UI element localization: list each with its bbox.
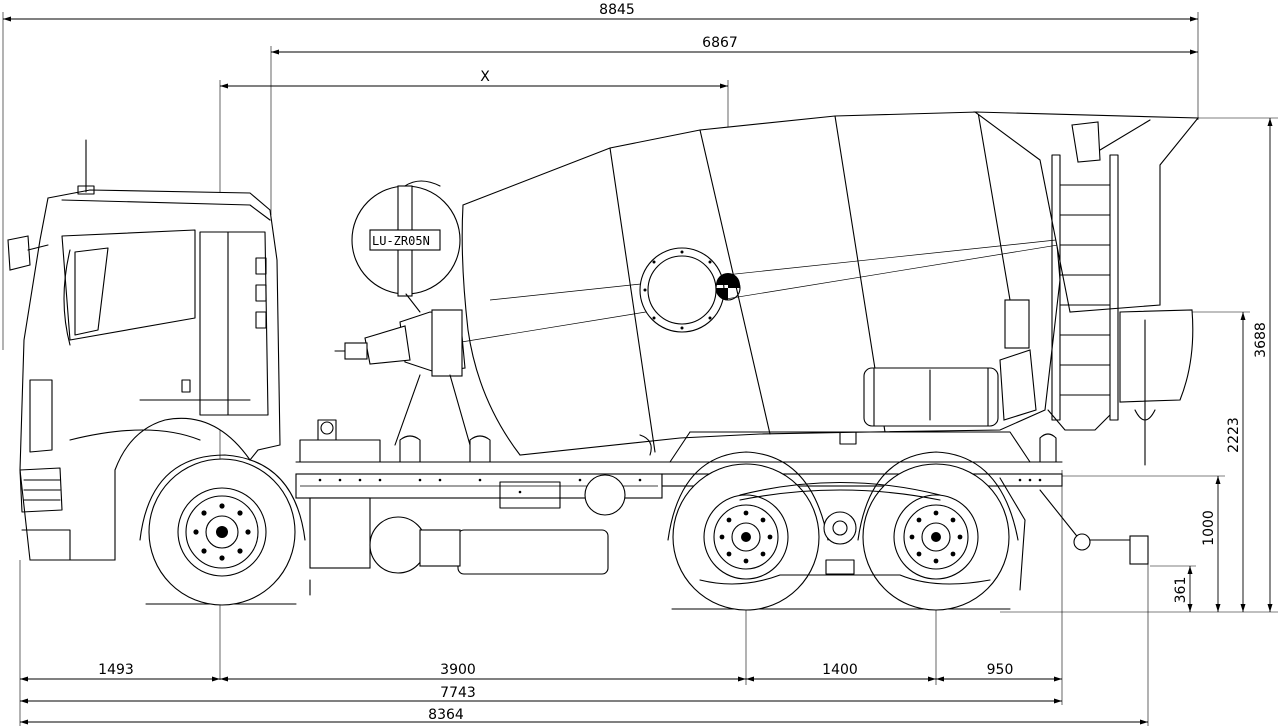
rear-wheel-1-studs (719, 510, 773, 564)
water-tank (863, 349, 1037, 427)
rear-ladder (1047, 154, 1119, 431)
dim-2223: 2223 (1226, 417, 1242, 453)
hatch-bolts (643, 250, 721, 330)
dim-1493: 1493 (98, 662, 134, 678)
bogie-suspension (699, 482, 991, 585)
dim-1000: 1000 (1201, 510, 1217, 546)
detail-plate-circle: LU-ZR05N (351, 180, 461, 313)
front-wheel (139, 454, 306, 606)
dim-x: X (480, 69, 490, 85)
misc-details (299, 419, 857, 463)
dim-3900: 3900 (440, 662, 476, 678)
dim-7743: 7743 (440, 685, 476, 701)
dim-8845: 8845 (599, 2, 635, 18)
rear-wheel-2-studs (909, 510, 963, 564)
mixer-drum (399, 111, 1151, 456)
dim-8364: 8364 (428, 707, 464, 723)
dim-3688: 3688 (1253, 322, 1269, 358)
truck-cab (7, 139, 281, 561)
dim-6867: 6867 (702, 35, 738, 51)
frame-rivets (318, 478, 1042, 494)
drum-drive-unit (334, 309, 471, 446)
dimension-labels: 8845 6867 X 1493 3900 1400 950 7743 8364… (98, 2, 1269, 723)
front-wheel-studs (193, 503, 251, 561)
rear-wheel-1 (667, 451, 829, 611)
dim-1400: 1400 (822, 662, 858, 678)
plate-label: LU-ZR05N (372, 234, 430, 248)
dimension-lines (2, 12, 1278, 726)
ground-lines (145, 603, 1011, 610)
rear-wheel-2 (857, 451, 1019, 611)
dim-361: 361 (1173, 577, 1189, 604)
dim-950: 950 (987, 662, 1014, 678)
rear-hopper (973, 111, 1200, 466)
